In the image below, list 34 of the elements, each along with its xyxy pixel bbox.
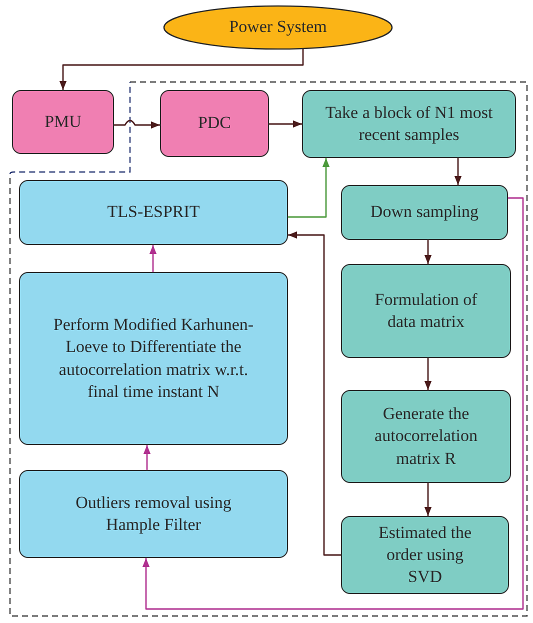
process-box — [341, 185, 508, 240]
arrow — [59, 48, 304, 90]
process-box — [19, 272, 288, 445]
arrow — [142, 197, 524, 610]
arrow — [114, 120, 160, 129]
process-box — [341, 264, 511, 358]
process-box — [341, 390, 511, 483]
arrow — [149, 245, 157, 272]
arrow — [288, 158, 330, 218]
arrow — [424, 240, 432, 264]
node-label: PMU — [44, 110, 82, 133]
arrow — [288, 231, 341, 556]
node-label: Outliers removal using Hample Filter — [74, 492, 232, 536]
node-label: Estimated the order using SVD — [377, 522, 472, 588]
node-label: Perform Modified Karhunen-Loeve to Differentiate the autocorrelation matrix w.r.t. final time instant N — [52, 314, 255, 403]
start-ellipse — [163, 5, 393, 50]
process-box — [341, 516, 509, 594]
process-box — [19, 470, 288, 558]
node-label: Down sampling — [370, 201, 479, 224]
arrow — [269, 120, 302, 128]
node-label: Power System — [229, 16, 327, 38]
arrow — [143, 445, 151, 470]
node-label: TLS-ESPRIT — [107, 201, 200, 224]
node-label: Formulation of data matrix — [374, 288, 478, 333]
node-label: Generate the autocorrelation matrix R — [374, 403, 478, 470]
process-box — [160, 90, 269, 157]
node-label: Take a block of N1 most recent samples — [325, 102, 493, 146]
process-box — [12, 90, 114, 154]
arrow — [424, 358, 432, 390]
process-box — [302, 90, 516, 158]
arrow — [454, 158, 462, 185]
arrow — [424, 483, 432, 516]
process-box — [19, 180, 288, 245]
node-label: PDC — [198, 112, 232, 134]
